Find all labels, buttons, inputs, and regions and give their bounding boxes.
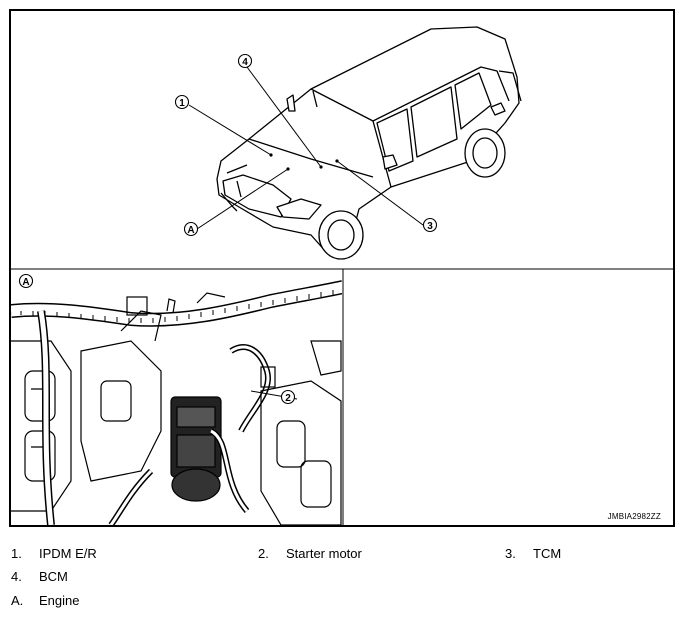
legend-key: 2. bbox=[258, 546, 269, 561]
legend-item-2: 2. Starter motor bbox=[258, 546, 362, 561]
vehicle-illustration bbox=[216, 26, 522, 260]
svg-text:A: A bbox=[22, 277, 29, 288]
svg-text:A: A bbox=[187, 225, 194, 236]
legend-label: IPDM E/R bbox=[39, 546, 97, 561]
svg-text:1: 1 bbox=[179, 98, 185, 109]
legend-label: TCM bbox=[533, 546, 562, 561]
legend-item-a: A. Engine bbox=[11, 593, 79, 608]
legend-item-4: 4. BCM bbox=[11, 569, 68, 584]
legend-key: 4. bbox=[11, 569, 22, 584]
engine-inset-illustration bbox=[11, 280, 342, 525]
legend-key: 1. bbox=[11, 546, 22, 561]
callout-1: 1 bbox=[174, 94, 190, 110]
svg-text:3: 3 bbox=[427, 221, 433, 232]
legend-label: Starter motor bbox=[286, 546, 362, 561]
callout-4: 4 bbox=[237, 53, 253, 69]
component-location-figure: 1 4 3 A bbox=[9, 9, 675, 527]
callout-a: A bbox=[183, 221, 199, 237]
legend-item-3: 3. TCM bbox=[505, 546, 561, 561]
figure-code: JMBIA2982ZZ bbox=[607, 512, 661, 521]
inset-label-a: A bbox=[18, 273, 34, 289]
legend-key: A. bbox=[11, 593, 24, 608]
callout-2: 2 bbox=[280, 389, 296, 405]
figure-drawing: 1 4 3 A bbox=[11, 26, 673, 525]
legend-key: 3. bbox=[505, 546, 516, 561]
legend-label: BCM bbox=[39, 569, 68, 584]
leader-lines bbox=[188, 66, 424, 230]
legend-item-1: 1. IPDM E/R bbox=[11, 546, 97, 561]
svg-text:4: 4 bbox=[242, 57, 248, 68]
legend-label: Engine bbox=[39, 593, 80, 608]
callout-3: 3 bbox=[422, 217, 438, 233]
svg-text:2: 2 bbox=[285, 393, 291, 404]
